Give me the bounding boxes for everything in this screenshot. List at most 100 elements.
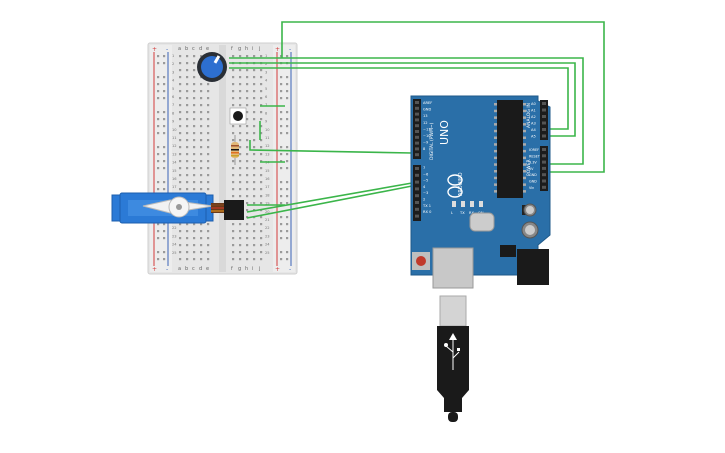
- usb-cable[interactable]: [437, 295, 469, 422]
- led: [452, 201, 456, 207]
- digital-pin-label: 4: [423, 185, 426, 189]
- column-letter: c: [192, 266, 195, 272]
- wire-4[interactable]: [229, 67, 569, 130]
- rail-plus-label-top-right: +: [275, 46, 280, 53]
- row-number: 25: [172, 251, 177, 255]
- wire-2[interactable]: [229, 57, 584, 165]
- row-number: 10: [172, 128, 177, 132]
- column-letter: h: [245, 46, 248, 52]
- row-number: 9: [172, 120, 175, 124]
- analog-pin-label: A0: [531, 102, 536, 106]
- digital-pin-label: 13: [423, 114, 428, 118]
- rail-minus-label-bottom-right: -: [289, 266, 291, 273]
- digital-pin-label: RX 0: [423, 210, 432, 214]
- row-number: 3: [265, 70, 267, 74]
- wire-3[interactable]: [229, 62, 576, 137]
- column-letter: d: [199, 266, 202, 272]
- row-number: 4: [265, 79, 268, 83]
- row-number: 18: [265, 193, 270, 197]
- row-number: 2: [172, 62, 174, 66]
- column-letter: d: [199, 46, 202, 52]
- wire-7[interactable]: [249, 140, 413, 154]
- row-number: 5: [265, 87, 267, 91]
- column-letter: b: [185, 266, 188, 272]
- row-number: 1: [172, 54, 174, 58]
- led-label: RX: [469, 211, 474, 215]
- column-letter: i: [252, 266, 253, 272]
- wire-1[interactable]: [281, 21, 605, 173]
- row-number: 12: [172, 144, 177, 148]
- row-number: 8: [172, 111, 175, 115]
- column-letter: g: [238, 266, 241, 272]
- rail-minus-label-bottom: -: [166, 266, 168, 273]
- power-jack: [517, 249, 549, 285]
- column-letter: b: [185, 46, 188, 52]
- digital-pin-label: ~11: [423, 127, 431, 131]
- column-letter: f: [231, 266, 233, 272]
- power-pin-label: GND: [529, 173, 537, 177]
- row-number: 17: [172, 185, 177, 189]
- wire-10[interactable]: [246, 182, 413, 213]
- analog-pin-label: A2: [531, 115, 536, 119]
- row-number: 9: [265, 120, 268, 124]
- led: [461, 201, 465, 207]
- column-letter: g: [238, 46, 241, 52]
- rail-minus-label-top: -: [166, 46, 168, 53]
- row-number: 15: [265, 169, 270, 173]
- row-number: 23: [172, 234, 177, 238]
- arduino-logo: [447, 174, 463, 198]
- column-letter: h: [245, 266, 248, 272]
- column-letter: j: [258, 46, 260, 52]
- row-number: 2: [265, 62, 267, 66]
- led-label: L: [451, 211, 453, 215]
- column-letter: i: [252, 46, 253, 52]
- row-number: 11: [265, 136, 270, 140]
- digital-pin-label: ~9: [423, 141, 429, 145]
- digital-pin-label: 2: [423, 198, 425, 202]
- digital-header[interactable]: [415, 101, 419, 218]
- row-number: 22: [172, 226, 177, 230]
- digital-pin-label: AREF: [423, 101, 432, 105]
- wires[interactable]: [229, 21, 605, 219]
- row-number: 13: [265, 152, 270, 156]
- row-number: 21: [265, 218, 270, 222]
- analog-pin-label: A4: [531, 128, 536, 132]
- power-pin-label: Vin: [529, 186, 534, 190]
- digital-pin-label: ~10: [423, 134, 431, 138]
- wire-11[interactable]: [246, 185, 413, 219]
- resistor[interactable]: [231, 135, 239, 165]
- uno-label: UNO: [438, 120, 451, 145]
- row-number: 24: [265, 243, 270, 247]
- row-number: 3: [172, 70, 174, 74]
- column-letter: c: [192, 46, 195, 52]
- row-number: 5: [172, 87, 174, 91]
- row-number: 17: [265, 185, 270, 189]
- potentiometer[interactable]: [197, 52, 227, 82]
- digital-label: DIGITAL (PWM~): [429, 122, 435, 160]
- power-pin-label: IOREF: [529, 148, 539, 152]
- rail-plus-label-bottom: +: [152, 266, 157, 273]
- row-number: 15: [172, 169, 177, 173]
- rail-minus-label-top-right: -: [289, 46, 291, 53]
- analog-pin-label: A1: [531, 109, 536, 113]
- row-number: 6: [265, 95, 268, 99]
- row-number: 24: [172, 243, 177, 247]
- power-analog-header[interactable]: [542, 102, 546, 189]
- analog-label: ANALOG IN: [526, 103, 532, 128]
- row-number: 8: [265, 111, 268, 115]
- led: [479, 201, 483, 207]
- analog-pin-label: A3: [531, 122, 536, 126]
- row-number: 14: [172, 161, 177, 165]
- breadboard-holes: [157, 55, 289, 261]
- pushbutton[interactable]: [229, 107, 247, 125]
- column-letter: j: [258, 266, 260, 272]
- row-number: 19: [265, 202, 270, 206]
- digital-pin-label: GND: [423, 108, 431, 112]
- row-number: 16: [172, 177, 177, 181]
- micro-servo[interactable]: [111, 192, 244, 224]
- row-number: 13: [172, 152, 177, 156]
